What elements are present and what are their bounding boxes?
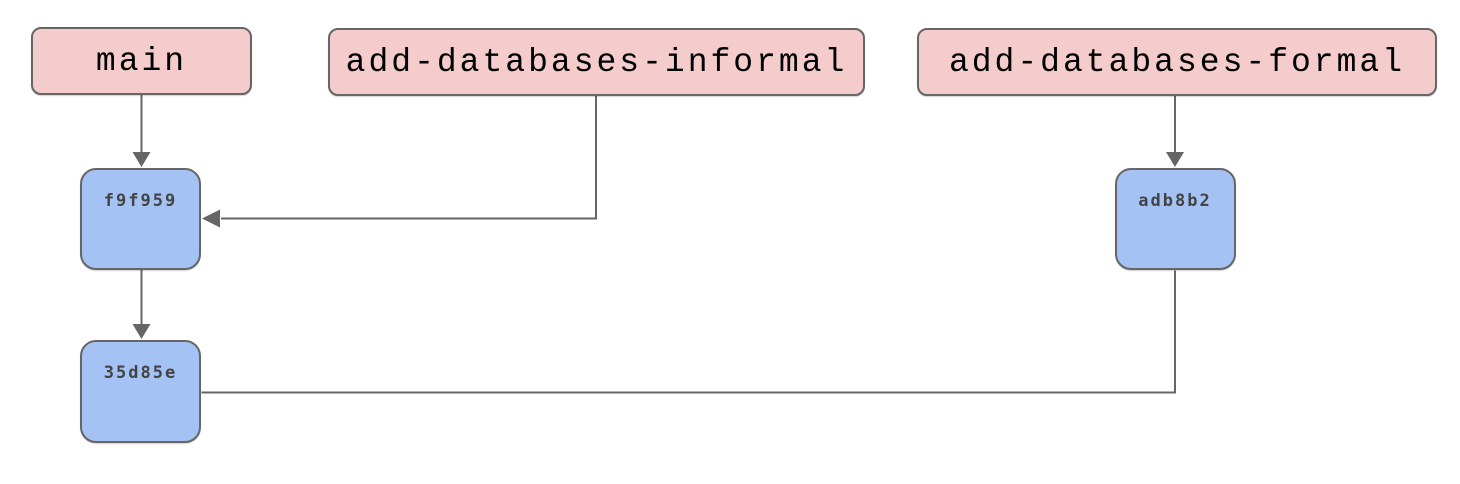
edge-informal-to-f9f959 bbox=[202, 96, 597, 228]
commit-hash: 35d85e bbox=[103, 363, 178, 383]
branch-node-add-databases-informal: add-databases-informal bbox=[328, 28, 865, 96]
arrowhead-left-icon bbox=[202, 209, 220, 228]
branch-label: main bbox=[95, 42, 188, 80]
arrowhead-down-icon bbox=[132, 152, 151, 167]
commit-node-35d85e: 35d85e bbox=[80, 340, 201, 443]
edge-f9f959-to-35d85e bbox=[132, 270, 151, 339]
commit-hash: f9f959 bbox=[103, 191, 178, 211]
edge-formal-to-adb8b2 bbox=[1166, 96, 1184, 167]
branch-label: add-databases-informal bbox=[345, 43, 848, 81]
edge-main-to-f9f959 bbox=[132, 95, 151, 167]
commit-node-f9f959: f9f959 bbox=[80, 168, 201, 270]
branch-node-add-databases-formal: add-databases-formal bbox=[917, 28, 1437, 96]
commit-hash: adb8b2 bbox=[1138, 191, 1212, 211]
edge-35d85e-to-adb8b2 bbox=[201, 270, 1176, 394]
arrowhead-down-icon bbox=[132, 324, 151, 339]
branch-label: add-databases-formal bbox=[948, 43, 1406, 81]
branch-node-main: main bbox=[31, 27, 252, 95]
commit-node-adb8b2: adb8b2 bbox=[1114, 168, 1236, 270]
arrowhead-down-icon bbox=[1166, 152, 1184, 167]
